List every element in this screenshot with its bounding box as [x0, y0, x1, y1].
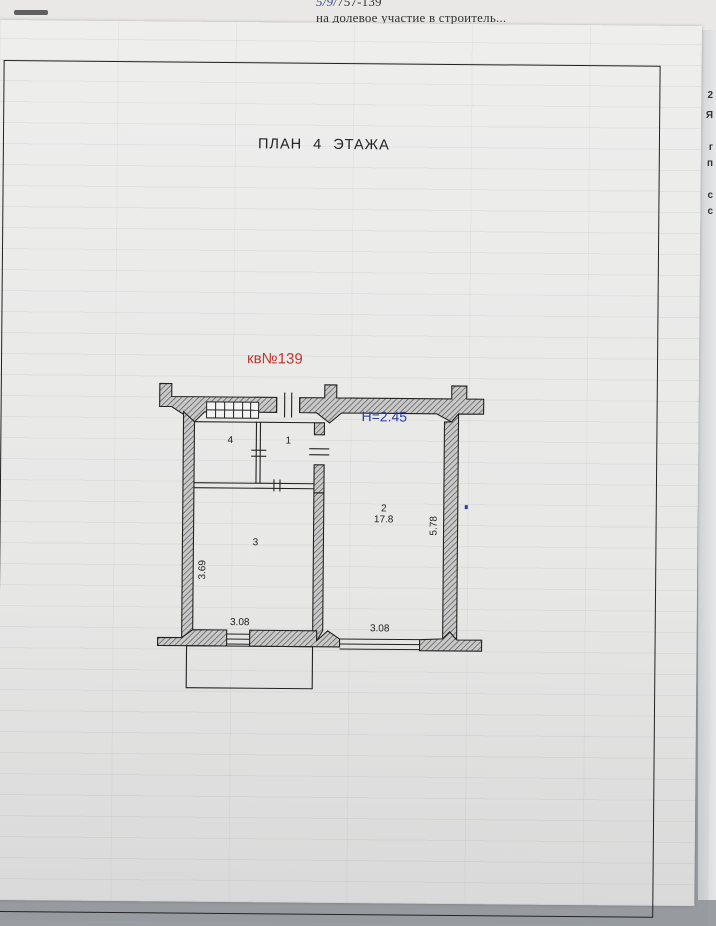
edge-glyph: г [709, 142, 713, 153]
window-line [340, 649, 420, 650]
floor-plan-sheet: ПЛАН 4 ЭТАЖА [0, 20, 702, 906]
dimension-right-height: 5.78 [429, 516, 440, 536]
underlying-document-mark [14, 10, 48, 15]
edge-glyph: Я [706, 110, 713, 121]
handwritten-number: 5/9/ [316, 0, 337, 9]
ventilation-block [207, 402, 259, 418]
height-label: H=2.45 [361, 408, 407, 424]
room-2-area: 17.8 [374, 514, 394, 525]
room-2-number: 2 [381, 503, 387, 514]
partition-line [194, 483, 314, 484]
right-outer-wall [443, 414, 459, 640]
room-3-number: 3 [253, 537, 259, 548]
balcony [186, 646, 312, 689]
partition-line [256, 422, 257, 483]
partition-line [194, 488, 314, 489]
bottom-wall-right [420, 632, 482, 652]
dimension-window-left: 3.08 [230, 617, 250, 628]
partition-line [260, 422, 261, 483]
floor-plan-drawing: кв№139 H=2.45 4 1 2 17.8 3 3.69 5.78 3.0… [0, 20, 702, 906]
edge-glyph: п [707, 158, 713, 169]
blue-mark [465, 505, 468, 509]
edge-glyph: с [707, 206, 713, 217]
bottom-wall-middle [250, 630, 340, 647]
partition-line [195, 422, 315, 423]
window-line [340, 639, 420, 640]
room-4-number: 4 [228, 435, 234, 446]
document-number-suffix: 757-139 [337, 0, 382, 9]
dimension-window-right: 3.08 [370, 623, 390, 634]
dimension-left-height: 3.69 [197, 560, 208, 580]
window-line [340, 644, 420, 645]
edge-glyph: 2 [707, 90, 713, 101]
left-outer-wall [182, 412, 195, 638]
bottom-wall-left [158, 629, 227, 646]
middle-wall-top [314, 423, 324, 435]
middle-wall [313, 493, 324, 641]
edge-glyph: с [707, 190, 713, 201]
room-1-number: 1 [286, 436, 292, 447]
apartment-label: кв№139 [247, 350, 303, 367]
middle-wall-mid [314, 465, 324, 493]
